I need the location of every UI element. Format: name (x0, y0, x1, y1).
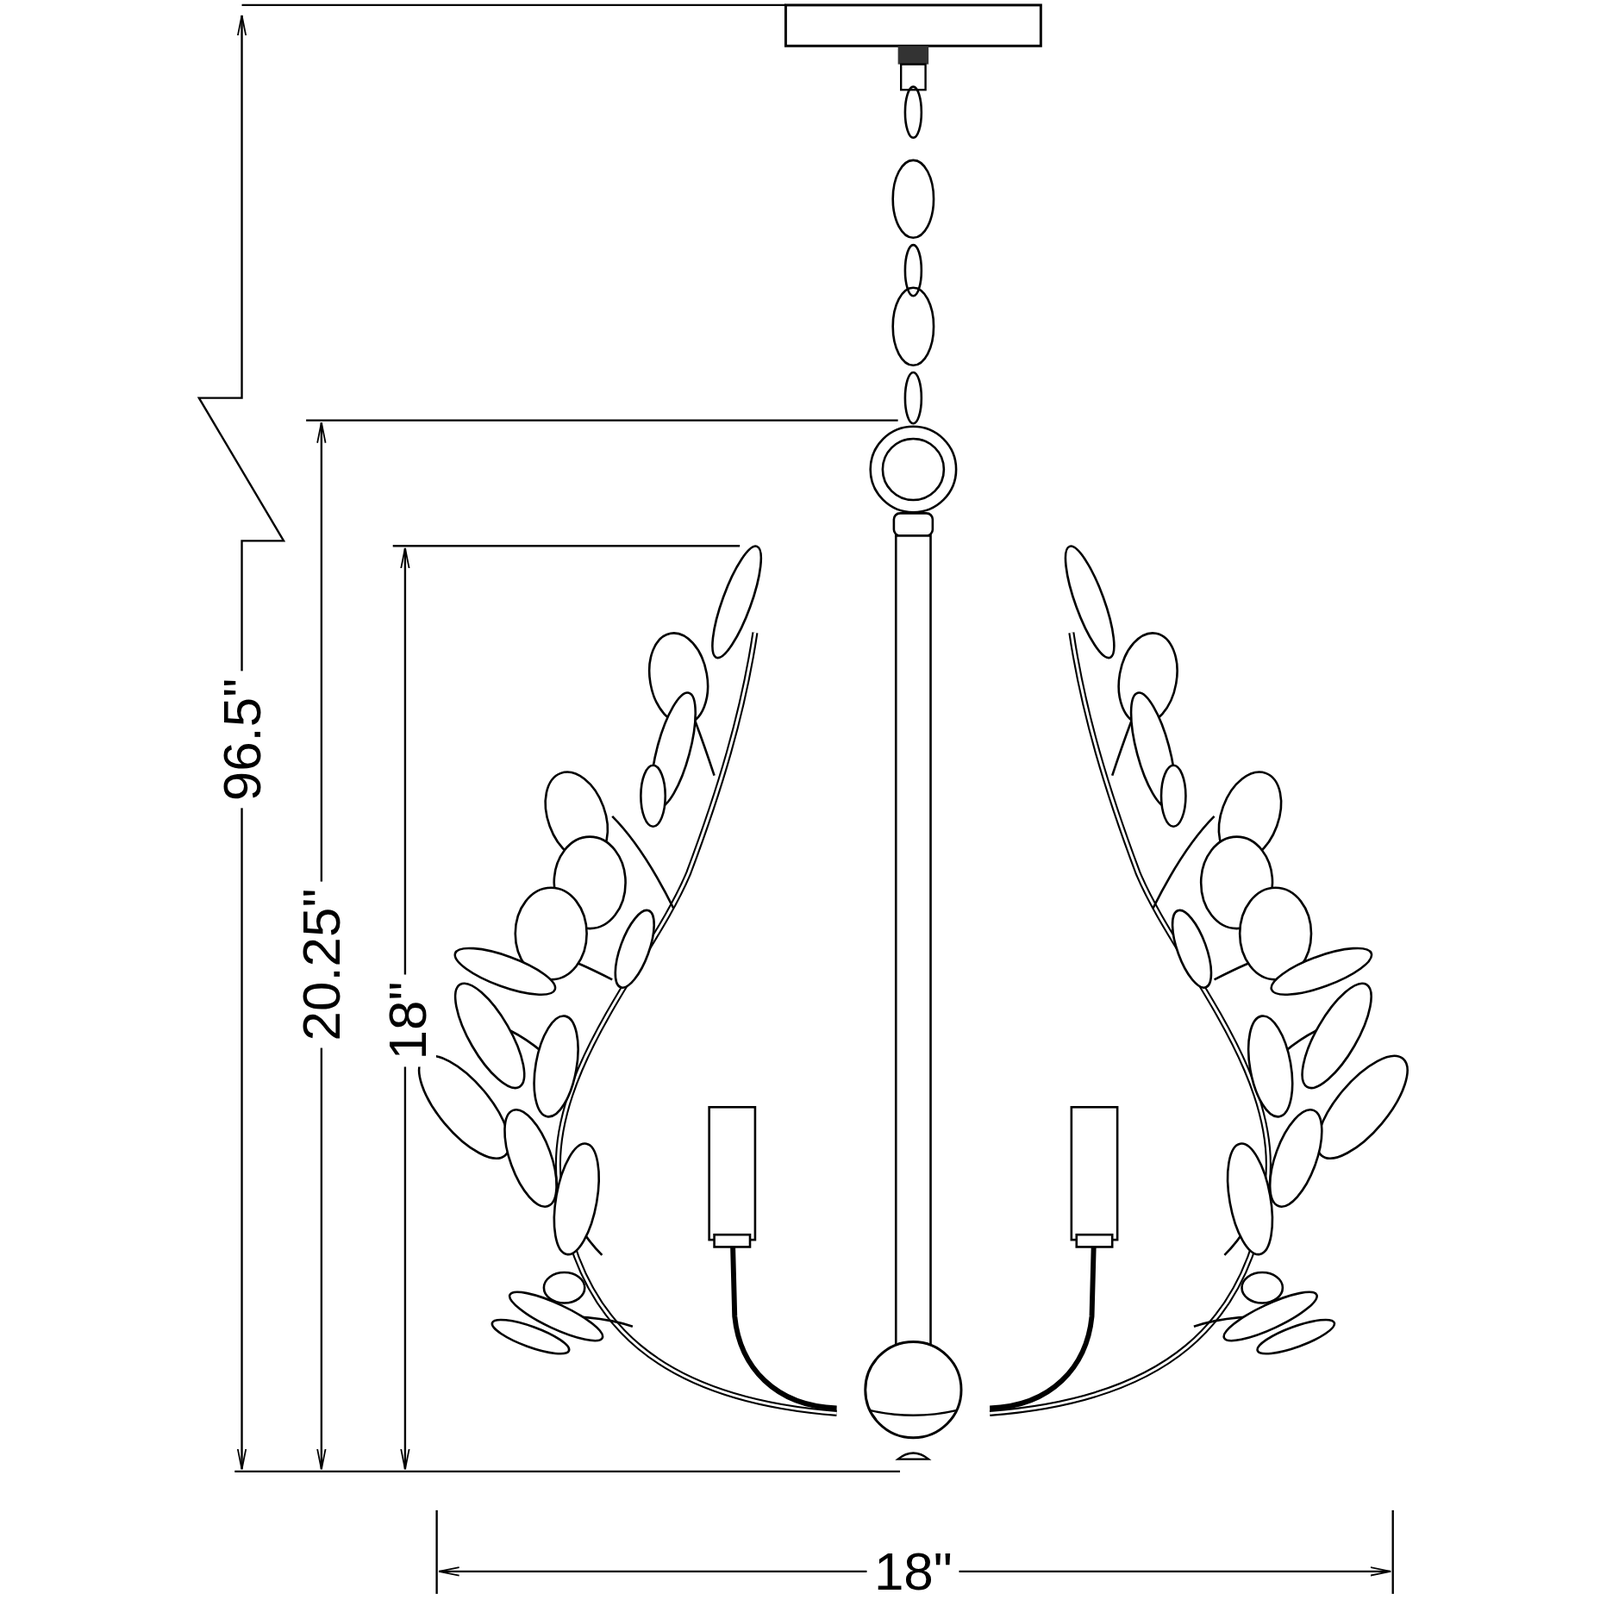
overall-height-label: 96.5" (213, 671, 271, 809)
fixture-width-label: 18" (867, 1543, 960, 1600)
body-height-label: 18" (379, 974, 437, 1067)
fixture-height-label: 20.25" (293, 881, 350, 1048)
